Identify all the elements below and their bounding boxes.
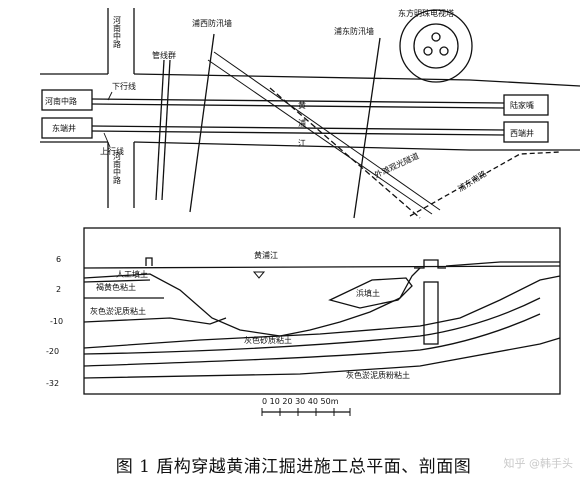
section-river-label: 黄浦江	[254, 250, 278, 260]
tv-tower-label: 东方明珠电视塔	[398, 8, 454, 18]
shaft-well	[423, 281, 439, 345]
tv-tower-pillar-1	[431, 32, 441, 42]
east-shaft-box	[41, 117, 93, 139]
fill-right-contour	[328, 277, 413, 309]
lujiazui-label: 陆家嘴	[510, 100, 534, 110]
down-line-tunnel-1	[91, 98, 505, 104]
tv-tower-outer-ring	[399, 9, 473, 83]
tunnel-profile-bottom	[83, 313, 541, 367]
down-line-tunnel-2	[91, 103, 505, 109]
west-shaft-label: 西端井	[510, 128, 534, 138]
henan-road-box	[41, 89, 93, 111]
pudong-floodwall-label: 浦东防汛墙	[334, 26, 374, 36]
elevation-minus10: -10	[50, 317, 63, 326]
west-shaft-box	[503, 121, 549, 143]
fill-layer-label: 人工填土	[116, 269, 148, 279]
pudong-floodwall-line	[353, 37, 381, 219]
river-bank-line-1	[207, 59, 433, 215]
fill-layer-bottom	[83, 279, 151, 283]
section-frame	[83, 227, 561, 395]
water-level-mark	[252, 271, 266, 279]
tv-tower-inner-ring	[413, 23, 459, 69]
pipeline-line-2	[161, 59, 171, 201]
fill-right-label: 浜填土	[356, 288, 380, 298]
scale-bar-ticks	[261, 408, 351, 416]
tv-tower-pillar-3	[439, 46, 449, 56]
east-west-road-top-edge	[40, 73, 581, 87]
puxi-floodwall-label: 浦西防汛墙	[192, 18, 232, 28]
east-west-road-bottom-edge	[40, 141, 580, 151]
left-marker	[145, 257, 153, 266]
henan-road-north-label: 河南中路	[113, 15, 122, 48]
pipeline-line-1	[155, 59, 165, 201]
river-surface	[83, 265, 561, 269]
pipeline-bridge-label: 管线群	[152, 50, 176, 60]
construction-diagram: 河南中路 河南中路 河南中路 东端井 陆家嘴 西端井 下行线 上行线 管线群 浦…	[40, 8, 581, 416]
river-char-1: 黄	[298, 100, 306, 110]
shaft-top	[414, 259, 446, 269]
outer-beach-tunnel-label: 外滩观光隧道	[373, 150, 421, 179]
pudong-road-label: 浦东南路	[456, 168, 488, 193]
lujiazui-box	[503, 94, 549, 116]
up-line-label: 上行线	[100, 146, 124, 156]
elevation-2: 2	[56, 285, 61, 294]
brown-clay-label: 褐黄色粘土	[96, 282, 136, 292]
down-line-leader	[107, 91, 113, 101]
figure-caption: 图 1 盾构穿越黄浦江掘进施工总平面、剖面图	[115, 457, 472, 477]
grey-mucky-bottom	[83, 317, 227, 325]
henan-road-box-label: 河南中路	[45, 96, 77, 106]
pudong-road-line	[409, 151, 561, 217]
section-view	[83, 227, 561, 395]
outer-beach-tunnel-line	[269, 87, 421, 219]
sandy-clay-top	[83, 275, 561, 349]
elevation-minus20: -20	[46, 347, 59, 356]
watermark: 知乎 @韩手头	[503, 457, 574, 470]
plan-view	[40, 8, 581, 219]
grey-mucky-label: 灰色淤泥质粘土	[90, 306, 146, 316]
grey-mucky-2-label: 灰色淤泥质粉粘土	[346, 370, 410, 380]
river-char-3: 江	[298, 139, 306, 148]
ground-surface-right	[445, 261, 560, 267]
sandy-clay-label: 灰色砂质粘土	[244, 335, 292, 345]
tunnel-profile-top	[83, 297, 541, 355]
scale-label: 0 10 20 30 40 50m	[262, 397, 339, 406]
river-bank-line-2	[213, 51, 441, 211]
puxi-floodwall-line	[189, 33, 215, 213]
east-shaft-label: 东端井	[52, 123, 76, 133]
river-char-2: 浦	[298, 118, 306, 128]
riverbed-profile	[83, 267, 421, 337]
down-line-label: 下行线	[112, 81, 136, 91]
up-line-leader	[103, 132, 111, 148]
henan-road-south-label: 河南中路	[113, 151, 122, 184]
tv-tower-pillar-2	[423, 46, 433, 56]
elevation-minus32: -32	[46, 379, 59, 388]
elevation-6: 6	[56, 255, 61, 264]
scale-bar	[261, 408, 351, 416]
up-line-tunnel-2	[91, 130, 505, 136]
lower-stratum-line	[83, 337, 561, 379]
